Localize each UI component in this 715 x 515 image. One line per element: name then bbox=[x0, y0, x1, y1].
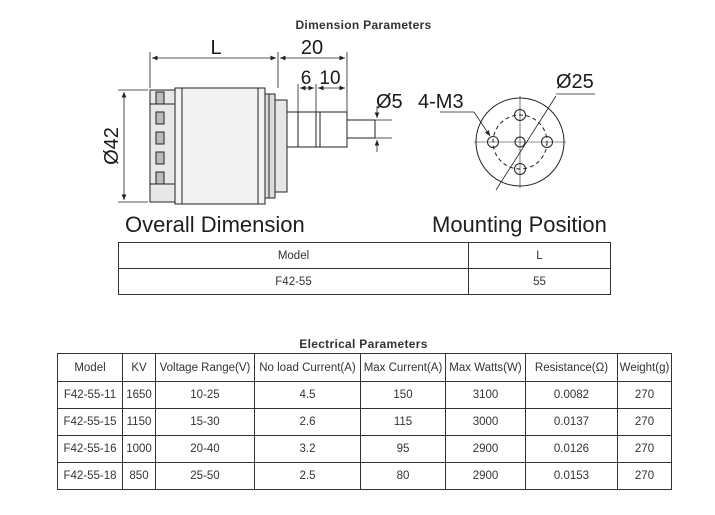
table-cell: 80 bbox=[360, 462, 446, 490]
electrical-parameters-title: Electrical Parameters bbox=[299, 337, 428, 351]
table-cell: 3100 bbox=[445, 381, 526, 409]
header-cell: Max Current(A) bbox=[360, 353, 446, 382]
table-cell: 2900 bbox=[445, 462, 526, 490]
table-cell: 850 bbox=[122, 462, 156, 490]
dim-label-bolt-circle: Ø25 bbox=[556, 71, 594, 93]
model-length-table: Model L F42-55 55 bbox=[118, 242, 611, 295]
header-cell: KV bbox=[122, 353, 156, 382]
header-cell: Voltage Range(V) bbox=[155, 353, 255, 382]
table-header-row: Model L bbox=[118, 242, 611, 269]
table-cell: 1000 bbox=[122, 435, 156, 463]
header-cell: No load Current(A) bbox=[254, 353, 361, 382]
table-cell: 25-50 bbox=[155, 462, 255, 490]
dim-label-shaft-diameter: Ø5 bbox=[376, 91, 403, 113]
table-cell: 270 bbox=[617, 408, 672, 436]
header-cell: Weight(g) bbox=[617, 353, 672, 382]
motor-side-view bbox=[149, 87, 376, 205]
table-cell: 10-25 bbox=[155, 381, 255, 409]
table-cell: F42-55-11 bbox=[57, 381, 123, 409]
dimension-parameters-title: Dimension Parameters bbox=[295, 18, 432, 32]
header-cell: Model bbox=[57, 353, 123, 382]
table-cell: F42-55-15 bbox=[57, 408, 123, 436]
table-header-row: Model KV Voltage Range(V) No load Curren… bbox=[57, 353, 672, 382]
table-cell: 0.0137 bbox=[525, 408, 618, 436]
table-cell: 0.0082 bbox=[525, 381, 618, 409]
table-cell: 3000 bbox=[445, 408, 526, 436]
table-cell: 55 bbox=[468, 268, 611, 295]
table-cell: 4.5 bbox=[254, 381, 361, 409]
dim-label-L: L bbox=[210, 37, 221, 59]
table-cell: 115 bbox=[360, 408, 446, 436]
mounting-position-caption: Mounting Position bbox=[432, 212, 607, 237]
header-cell: Max Watts(W) bbox=[445, 353, 526, 382]
table-cell: F42-55 bbox=[118, 268, 469, 295]
motor-dimension-drawing: L 20 6 10 Ø5 Ø42 4-M3 Ø25 bbox=[101, 37, 595, 205]
table-cell: 270 bbox=[617, 462, 672, 490]
mounting-face-view bbox=[440, 93, 595, 191]
table-cell: 270 bbox=[617, 435, 672, 463]
overall-dimension-caption: Overall Dimension bbox=[125, 212, 305, 237]
table-cell: 2900 bbox=[445, 435, 526, 463]
header-cell: Model bbox=[118, 242, 469, 269]
table-row: F42-55-16 1000 20-40 3.2 95 2900 0.0126 … bbox=[57, 435, 672, 463]
table-cell: 20-40 bbox=[155, 435, 255, 463]
table-cell: 15-30 bbox=[155, 408, 255, 436]
table-row: F42-55-15 1150 15-30 2.6 115 3000 0.0137… bbox=[57, 408, 672, 436]
dim-label-6: 6 bbox=[301, 68, 312, 89]
table-row: F42-55 55 bbox=[118, 268, 611, 295]
header-cell: Resistance(Ω) bbox=[525, 353, 618, 382]
table-cell: 1150 bbox=[122, 408, 156, 436]
dim-label-outer-diameter: Ø42 bbox=[101, 127, 123, 165]
dim-label-10: 10 bbox=[319, 68, 340, 89]
table-cell: 0.0126 bbox=[525, 435, 618, 463]
table-cell: 270 bbox=[617, 381, 672, 409]
table-cell: 0.0153 bbox=[525, 462, 618, 490]
table-cell: 3.2 bbox=[254, 435, 361, 463]
electrical-parameters-table: Model KV Voltage Range(V) No load Curren… bbox=[57, 353, 672, 490]
table-cell: 1650 bbox=[122, 381, 156, 409]
table-cell: 2.6 bbox=[254, 408, 361, 436]
header-cell: L bbox=[468, 242, 611, 269]
table-cell: 2.5 bbox=[254, 462, 361, 490]
table-cell: 95 bbox=[360, 435, 446, 463]
dim-label-holes: 4-M3 bbox=[418, 91, 464, 113]
dim-label-20: 20 bbox=[301, 37, 323, 59]
table-cell: 150 bbox=[360, 381, 446, 409]
table-cell: F42-55-18 bbox=[57, 462, 123, 490]
table-row: F42-55-18 850 25-50 2.5 80 2900 0.0153 2… bbox=[57, 462, 672, 490]
table-cell: F42-55-16 bbox=[57, 435, 123, 463]
table-row: F42-55-11 1650 10-25 4.5 150 3100 0.0082… bbox=[57, 381, 672, 409]
